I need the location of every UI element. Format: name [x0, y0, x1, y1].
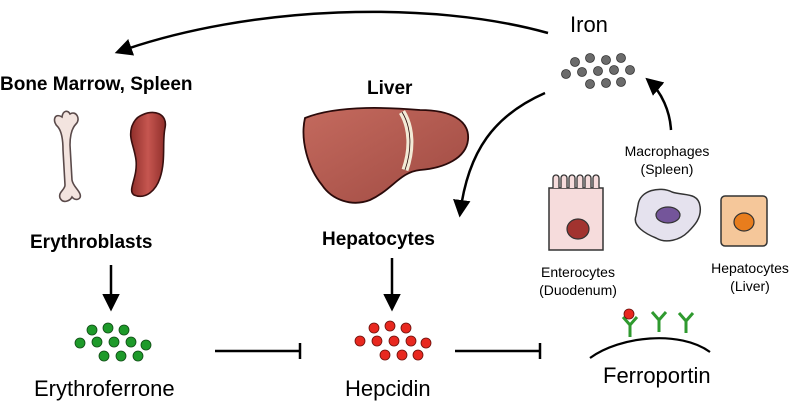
hepatocytes-label: Hepatocytes [322, 229, 435, 250]
hepcidin-particles [354, 320, 432, 361]
liver-icon [302, 107, 469, 204]
inhibit-hepcidin-ferroportin [455, 343, 542, 359]
macrophages-label: Macrophages [624, 143, 710, 159]
iron-label: Iron [570, 12, 608, 37]
macrophage-cell-icon [634, 188, 702, 242]
bone-marrow-spleen-label: Bone Marrow, Spleen [0, 74, 193, 95]
spleen-icon [129, 111, 167, 197]
macrophages-site-label: (Spleen) [640, 161, 694, 177]
hepcidin-label: Hepcidin [345, 376, 431, 401]
enterocyte-cell-icon [548, 174, 604, 251]
bone-icon [53, 110, 82, 203]
hepatocytes-small-label: Hepatocytes [711, 260, 789, 276]
inhibit-erythroferrone-hepcidin [215, 343, 302, 359]
enterocytes-label: Enterocytes [541, 264, 615, 280]
arrow-macrophages-to-iron [645, 77, 673, 131]
enterocytes-site-label: (Duodenum) [539, 282, 617, 298]
ferroportin-membrane [589, 308, 711, 359]
liver-label: Liver [367, 78, 413, 99]
erythroblasts-label: Erythroblasts [30, 232, 153, 253]
arrow-iron-to-hepatocytes [453, 91, 546, 218]
ferroportin-label: Ferroportin [603, 363, 711, 388]
erythroferrone-label: Erythroferrone [34, 376, 175, 401]
iron-particles [561, 53, 635, 89]
hepatocyte-cell-icon [720, 195, 768, 247]
erythroferrone-particles [74, 322, 152, 362]
arrow-iron-to-bone-marrow [114, 10, 549, 56]
hepatocytes-small-site-label: (Liver) [730, 278, 770, 294]
